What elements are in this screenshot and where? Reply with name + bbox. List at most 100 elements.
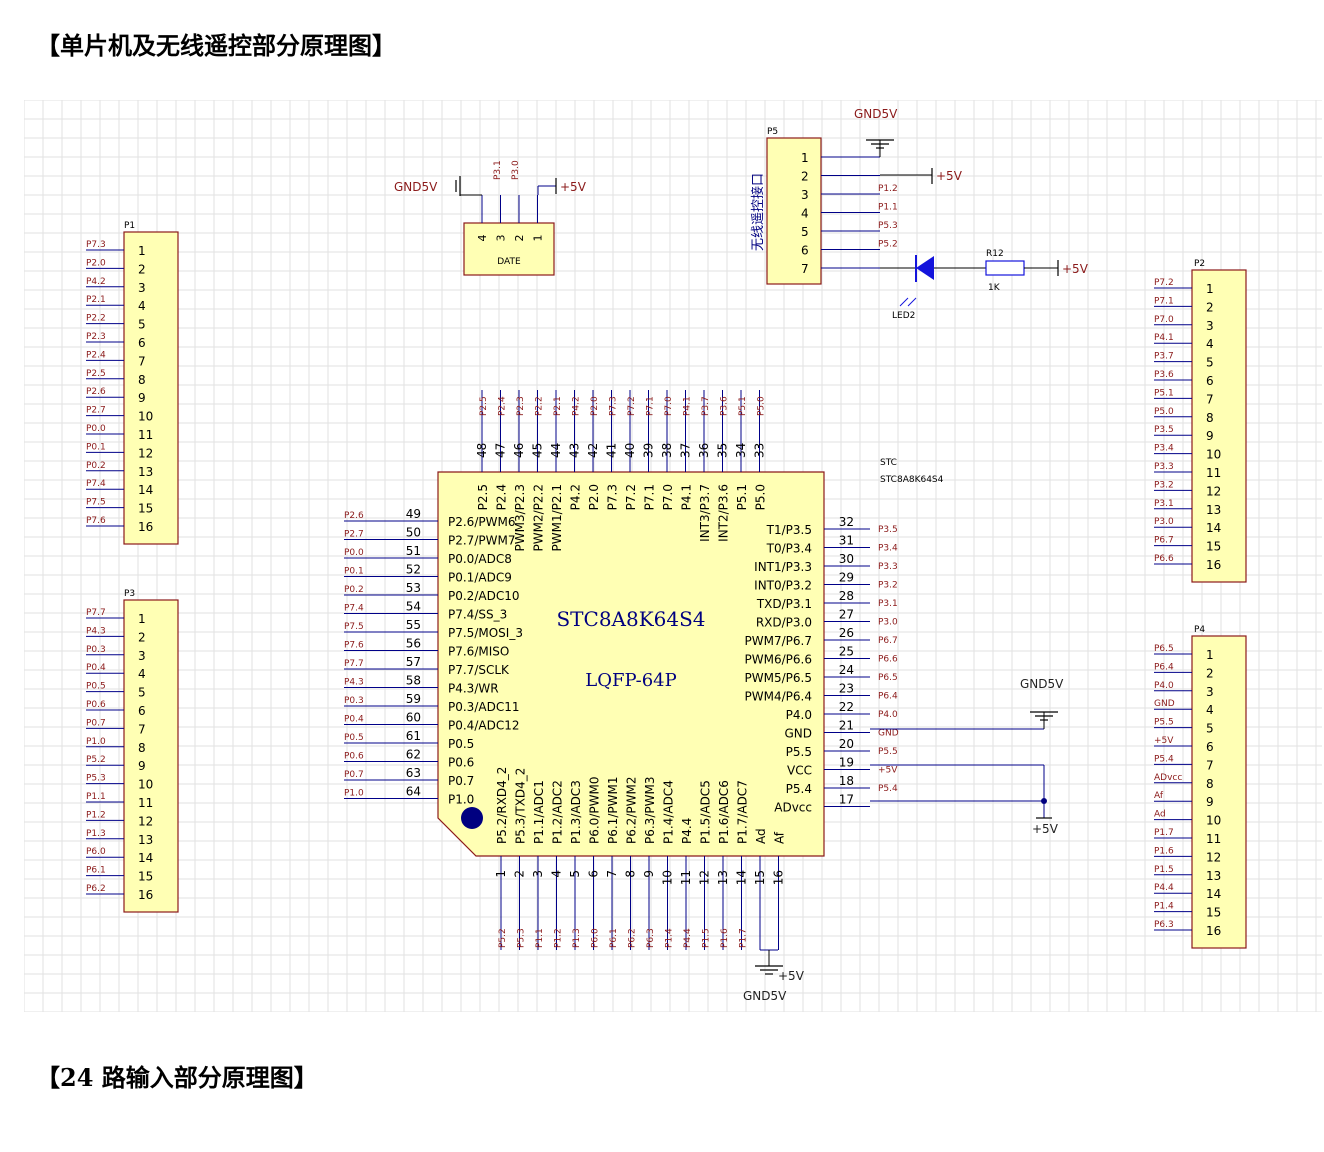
header-pin-number: 8	[138, 373, 146, 387]
led-arrow	[899, 297, 909, 307]
mcu-right-pin-name: T1/P3.5	[766, 523, 812, 537]
net-label: P4.0	[1154, 681, 1174, 691]
mcu-top-pin-name: PWM2/P2.2	[532, 484, 546, 551]
mcu-right-pin-name: PWM7/P6.7	[745, 634, 812, 648]
net-label: ADvcc	[1154, 773, 1182, 783]
header-pin-number: 14	[1206, 521, 1221, 535]
mcu-package: LQFP-64P	[585, 670, 676, 691]
net-label: P6.2	[86, 884, 106, 894]
net-label: P5.0	[1154, 407, 1174, 417]
mcu-right-pin-number: 28	[839, 589, 854, 603]
mcu-bottom-pin-number: 6	[587, 870, 601, 878]
mcu-bottom-pin-name: P6.0/PWM0	[588, 777, 602, 844]
header-pin-number: 12	[1206, 484, 1221, 498]
mcu-left-pin-number: 53	[406, 581, 421, 595]
header-pin-number: 13	[1206, 503, 1221, 517]
mcu-left-pin-name: P7.7/SCLK	[448, 663, 510, 677]
net-label: P7.4	[344, 604, 364, 614]
net-label: P3.2	[1154, 480, 1174, 490]
mcu-bottom-pin-name: P1.7/ADC7	[736, 780, 750, 844]
header-pin-number: 10	[138, 410, 153, 424]
net-label: P2.4	[86, 350, 106, 360]
net-label: P4.4	[683, 928, 693, 948]
junction-dot	[1041, 798, 1047, 804]
header-pin-number: 11	[1206, 466, 1221, 480]
mcu-right-pin-name: T0/P3.4	[766, 542, 812, 556]
header-pin-number: 3	[801, 188, 809, 202]
mcu-left-pin-number: 56	[406, 637, 421, 651]
net-label: P6.4	[1154, 662, 1174, 672]
net-label: P6.5	[878, 673, 898, 683]
net-label: P0.1	[86, 442, 106, 452]
mcu-left-pin-name: P0.1/ADC9	[448, 571, 512, 585]
net-label: P4.4	[1154, 883, 1174, 893]
mcu-right-pin-number: 32	[839, 515, 854, 529]
net-label: P3.1	[1154, 499, 1174, 509]
mcu-left-pin-name: P0.7	[448, 774, 474, 788]
net-label: P3.3	[878, 562, 898, 572]
net-label: P1.0	[86, 737, 106, 747]
mcu-left-pin-name: P2.7/PWM7	[448, 534, 515, 548]
net-label: P2.1	[553, 396, 563, 416]
net-label: P6.6	[878, 655, 898, 665]
vcc-label: +5V	[560, 180, 587, 194]
date-pin-number: 2	[513, 235, 526, 242]
net-label: P4.1	[683, 396, 693, 416]
mcu-right-pin-number: 31	[839, 534, 854, 548]
net-label: P2.3	[516, 396, 526, 416]
mcu-right-pin-name: P5.4	[786, 782, 812, 796]
net-label: P6.5	[1154, 644, 1174, 654]
header-body	[1191, 635, 1247, 949]
ground-label: GND5V	[743, 989, 787, 1003]
mcu-name: STC8A8K64S4	[556, 607, 705, 631]
net-label: P0.1	[344, 567, 364, 577]
mcu-right-pin-number: 27	[839, 608, 854, 622]
mcu-top-pin-number: 46	[512, 443, 526, 458]
net-label: P2.3	[86, 332, 106, 342]
mcu-top-pin-name: PWM3/P2.3	[513, 484, 527, 551]
mcu-bottom-pin-name: Af	[773, 831, 787, 844]
net-label: P2.7	[86, 406, 106, 416]
mcu-bottom-pin-name: P1.3/ADC3	[569, 780, 583, 844]
net-label: P0.7	[344, 770, 364, 780]
net-label: P7.6	[86, 516, 106, 526]
mcu-bottom-pin-number: 14	[735, 870, 749, 885]
header-pin-number: 1	[138, 244, 146, 258]
net-label: P7.6	[344, 641, 364, 651]
mcu-bottom-pin-number: 16	[772, 870, 786, 885]
mcu-bottom-pin-number: 10	[661, 870, 675, 885]
header-pin-number: 1	[1206, 648, 1214, 662]
net-label: P5.2	[86, 755, 106, 765]
header-pin-number: 3	[138, 649, 146, 663]
header-pin-number: 1	[801, 151, 809, 165]
mcu-bottom-pin-number: 5	[568, 870, 582, 878]
header-pin-number: 4	[138, 667, 146, 681]
date-header-title: DATE	[497, 257, 521, 267]
mcu-bottom-pin-number: 4	[550, 870, 564, 878]
mcu-top-pin-name: P5.1	[735, 484, 749, 510]
mcu-top-pin-number: 35	[716, 443, 730, 458]
header-pin-number: 7	[801, 262, 809, 276]
header-pin-number: 6	[801, 244, 809, 258]
header-pin-number: 10	[138, 778, 153, 792]
mcu-top-pin-number: 45	[531, 443, 545, 458]
net-label: P7.2	[1154, 278, 1174, 288]
mcu-top-pin-number: 47	[494, 443, 508, 458]
mcu-left-pin-name: P0.2/ADC10	[448, 589, 519, 603]
header-pin-number: 11	[138, 796, 153, 810]
net-label: P2.5	[86, 369, 106, 379]
header-pin-number: 6	[1206, 374, 1214, 388]
net-label: P5.0	[757, 396, 767, 416]
net-label: P3.5	[1154, 425, 1174, 435]
header-pin-number: 4	[1206, 337, 1214, 351]
header-pin-number: 13	[138, 833, 153, 847]
resistor-icon	[985, 260, 1025, 276]
mcu-top-pin-name: P5.0	[754, 484, 768, 510]
mcu-bottom-pin-name: P1.5/ADC5	[699, 780, 713, 844]
mcu-top-pin-number: 38	[660, 443, 674, 458]
p5-header-title: 无线遥控接口	[750, 173, 766, 251]
header-designator: P2	[1194, 259, 1205, 269]
mcu-bottom-pin-name: Ad	[754, 828, 768, 844]
mcu-right-pin-name: RXD/P3.0	[756, 616, 812, 630]
mcu-left-pin-number: 62	[406, 748, 421, 762]
